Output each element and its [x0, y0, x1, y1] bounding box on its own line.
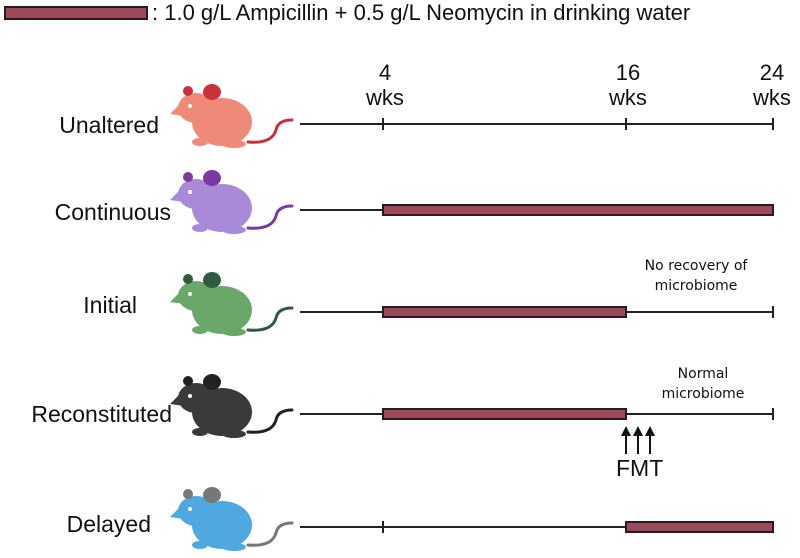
week-label-24: 24 wks [742, 60, 800, 110]
fmt-arrow-icon [621, 426, 631, 436]
treatment-bar [382, 408, 627, 420]
legend-treatment-bar [4, 6, 148, 20]
week-unit: wks [366, 85, 404, 110]
note-line: microbiome [661, 386, 745, 402]
treatment-bar [382, 306, 627, 318]
group-label-delayed: Delayed [66, 511, 151, 537]
note-reconstituted: Normal microbiome [633, 364, 773, 404]
group-label-continuous: Continuous [54, 199, 171, 225]
mouse-icon [170, 84, 294, 148]
week-value: 24 [759, 60, 785, 85]
mouse-icon [170, 374, 294, 438]
mouse-icon [170, 272, 294, 336]
week-label-16: 16 wks [598, 60, 658, 110]
mouse-icon [170, 170, 294, 234]
note-initial: No recovery of microbiome [626, 256, 766, 296]
fmt-label: FMT [616, 455, 664, 481]
legend-text: : 1.0 g/L Ampicillin + 0.5 g/L Neomycin … [152, 0, 691, 25]
group-label-reconstituted: Reconstituted [31, 401, 172, 427]
fmt-arrow-icon [633, 426, 643, 436]
fmt-arrow-icon [645, 426, 655, 436]
treatment-bar [625, 521, 774, 533]
week-value: 16 [615, 60, 641, 85]
treatment-bar [382, 204, 774, 216]
note-line: No recovery of [644, 258, 748, 274]
note-line: Normal [677, 366, 729, 382]
group-label-unaltered: Unaltered [59, 112, 159, 138]
note-line: microbiome [654, 278, 738, 294]
week-unit: wks [609, 85, 647, 110]
week-value: 4 [378, 60, 392, 85]
mouse-icon [170, 487, 294, 551]
week-label-4: 4 wks [355, 60, 415, 110]
week-unit: wks [753, 85, 791, 110]
group-label-initial: Initial [83, 292, 137, 318]
